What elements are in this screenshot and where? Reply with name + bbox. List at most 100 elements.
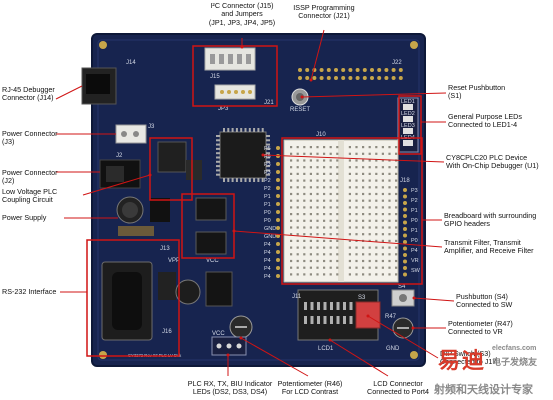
breadboard-hole: [329, 213, 332, 216]
breadboard-hole: [303, 266, 306, 269]
left-gpio-pin: [276, 234, 280, 238]
breadboard-hole: [362, 159, 365, 162]
j22-pin: [370, 68, 374, 72]
breadboard-hole: [303, 159, 306, 162]
breadboard-hole: [296, 192, 299, 196]
breadboard-hole: [388, 179, 391, 182]
breadboard-hole: [368, 186, 371, 189]
breadboard-hole: [388, 226, 391, 229]
breadboard-hole: [329, 179, 332, 182]
breadboard-hole: [303, 219, 306, 222]
breadboard-hole: [381, 246, 384, 249]
chip-pin: [216, 156, 220, 159]
chip-pin: [261, 178, 264, 182]
j18-pin: [403, 246, 407, 251]
breadboard-hole: [355, 172, 358, 175]
mount-hole-br: [410, 351, 418, 359]
left-gpio-pin: [276, 186, 280, 190]
breadboard-hole: [348, 199, 351, 202]
breadboard-hole: [375, 233, 378, 236]
breadboard-hole: [336, 233, 339, 236]
breadboard-hole: [309, 159, 312, 162]
breadboard-hole: [395, 219, 398, 222]
silk-port-left: P1: [264, 202, 271, 208]
breadboard-hole: [316, 233, 319, 236]
breadboard-hole: [375, 213, 378, 216]
breadboard-hole: [368, 146, 371, 149]
breadboard-hole: [388, 259, 391, 263]
breadboard-hole: [362, 273, 365, 276]
breadboard-hole: [303, 259, 306, 263]
lcd-pin: [330, 302, 333, 310]
chip-pin: [266, 173, 270, 176]
lcd-pin: [317, 316, 320, 324]
breadboard-hole: [388, 186, 391, 189]
breadboard-hole: [348, 239, 351, 242]
j22-pin: [334, 76, 338, 80]
breadboard-hole: [336, 273, 339, 276]
breadboard-hole: [355, 199, 358, 202]
breadboard-hole: [368, 233, 371, 236]
breadboard-hole: [381, 273, 384, 276]
breadboard-hole: [290, 146, 293, 149]
breadboard-hole: [303, 186, 306, 189]
breadboard-hole: [290, 273, 293, 276]
breadboard-hole: [309, 192, 312, 196]
breadboard-hole: [296, 199, 299, 202]
breadboard-hole: [303, 226, 306, 229]
chip-pin: [266, 160, 270, 163]
chip-pin: [266, 152, 270, 155]
breadboard-hole: [362, 266, 365, 269]
mount-hole-tl: [99, 41, 107, 49]
silk-j18: J18: [400, 178, 410, 184]
breadboard-hole: [336, 192, 339, 196]
silk-port-left: P2: [264, 178, 271, 184]
breadboard-hole: [355, 206, 358, 209]
lcd-pin: [323, 316, 327, 324]
breadboard-hole: [316, 219, 319, 222]
breadboard-hole: [290, 199, 293, 202]
breadboard-hole: [336, 146, 339, 149]
breadboard-hole: [336, 259, 339, 263]
leader-lcd: [329, 339, 389, 377]
leader-dot: [309, 78, 313, 82]
breadboard-hole: [316, 159, 319, 162]
breadboard-hole: [323, 159, 326, 162]
j22-pin: [362, 68, 367, 72]
breadboard-hole: [329, 219, 332, 222]
issp-pin: [241, 90, 245, 94]
lcd-pin: [336, 302, 340, 310]
left-gpio-pin: [276, 178, 280, 182]
breadboard-hole: [355, 192, 358, 196]
gp-led: [403, 128, 413, 134]
breadboard-hole: [395, 166, 398, 169]
j22-pin: [341, 76, 346, 80]
lcd-pin: [304, 302, 307, 310]
breadboard-hole: [381, 192, 384, 196]
chip-pin: [227, 178, 230, 182]
breadboard-hole: [316, 273, 319, 276]
chip-pin: [257, 128, 260, 132]
breadboard-hole: [303, 179, 306, 182]
j22-pin: [319, 76, 324, 80]
leader-dot: [411, 326, 415, 330]
j3-pin: [121, 131, 127, 137]
j18-pin: [403, 194, 407, 199]
breadboard-hole: [303, 273, 306, 276]
silk-port-left: P5: [264, 154, 271, 160]
breadboard-hole: [375, 253, 378, 256]
plc-led: [216, 343, 222, 349]
silk-port-left: GND: [264, 234, 276, 240]
j18-pin: [403, 220, 407, 225]
breadboard-hole: [375, 159, 378, 162]
callout-rj45: RJ-45 Debugger Connector (J14): [2, 85, 55, 103]
breadboard-hole: [323, 146, 326, 149]
chip-pin: [266, 169, 270, 172]
breadboard-hole: [368, 273, 371, 276]
breadboard-hole: [381, 146, 384, 149]
breadboard-hole: [290, 166, 293, 169]
breadboard-hole: [290, 259, 293, 263]
silk-port-left: P3: [264, 162, 271, 168]
breadboard-hole: [368, 179, 371, 182]
breadboard-hole: [329, 253, 332, 256]
